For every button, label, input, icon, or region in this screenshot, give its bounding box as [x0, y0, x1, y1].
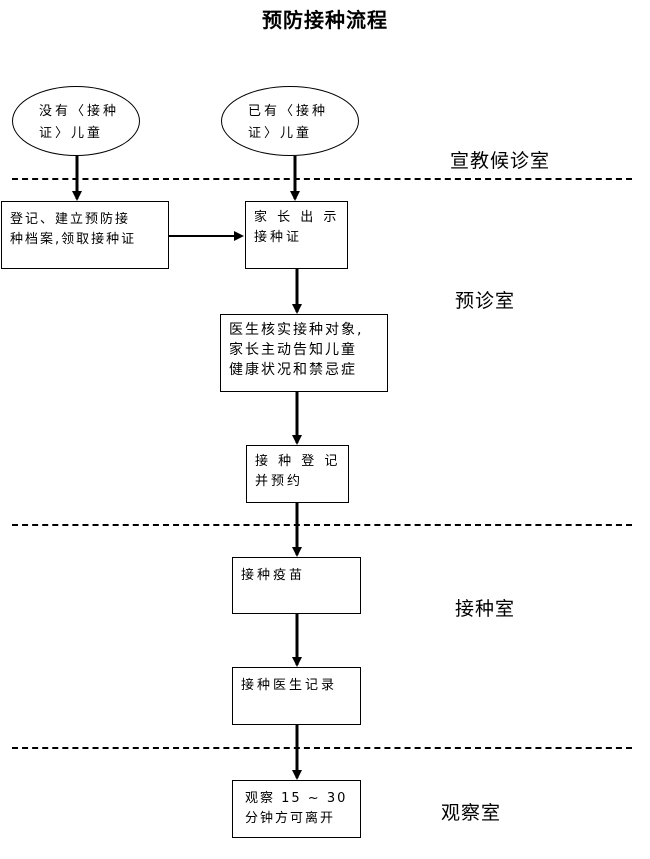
- start-node-has-card-line-1: 已有〈接种: [248, 104, 329, 119]
- room-label-observation: 观察室: [441, 802, 502, 824]
- start-node-no-card-line-2: 证〉儿童: [39, 126, 104, 141]
- step-doctor-check-line-1: 医生核实接种对象,: [229, 322, 364, 338]
- start-node-no-card: 没有〈接种 证〉儿童: [12, 86, 140, 156]
- step-parent-show-line-2: 接种证: [254, 230, 303, 245]
- step-doctor-check-line-3: 健康状况和禁忌症: [229, 362, 357, 378]
- step-observe-line-1: 观察 15 ~ 30: [245, 791, 348, 806]
- start-node-has-card-line-2: 证〉儿童: [248, 126, 313, 141]
- divider-3: [12, 747, 632, 749]
- step-doctor-check: 医生核实接种对象, 家长主动告知儿童 健康状况和禁忌症: [220, 314, 388, 392]
- divider-2: [12, 524, 632, 526]
- step-observe: 观察 15 ~ 30 分钟方可离开: [232, 780, 361, 838]
- step-register-appointment: 接 种 登 记 并预约: [246, 445, 349, 503]
- room-label-pre-exam: 预诊室: [455, 290, 516, 312]
- step-vaccinate: 接种疫苗: [232, 557, 361, 614]
- step-register-line-2: 种档案,领取接种证: [10, 232, 137, 247]
- step-vaccinate-line-1: 接种疫苗: [241, 568, 306, 583]
- step-register-line-1: 登记、建立预防接: [10, 212, 131, 227]
- step-record: 接种医生记录: [232, 667, 361, 725]
- step-doctor-check-line-2: 家长主动告知儿童: [229, 342, 357, 358]
- diagram-title: 预防接种流程: [262, 8, 388, 32]
- start-node-no-card-line-1: 没有〈接种: [39, 104, 120, 119]
- divider-1: [12, 178, 632, 180]
- step-parent-show-line-1: 家 长 出 示: [254, 210, 340, 225]
- start-node-has-card: 已有〈接种 证〉儿童: [221, 86, 359, 156]
- step-parent-show: 家 长 出 示 接种证: [245, 201, 348, 269]
- room-label-vaccination: 接种室: [455, 598, 516, 620]
- step-observe-line-2: 分钟方可离开: [245, 811, 336, 826]
- room-label-education-waiting: 宣教候诊室: [450, 150, 551, 172]
- step-record-line-1: 接种医生记录: [241, 678, 338, 693]
- step-register-appointment-line-2: 并预约: [255, 474, 304, 489]
- step-register: 登记、建立预防接 种档案,领取接种证: [1, 201, 169, 269]
- step-register-appointment-line-1: 接 种 登 记: [255, 454, 341, 469]
